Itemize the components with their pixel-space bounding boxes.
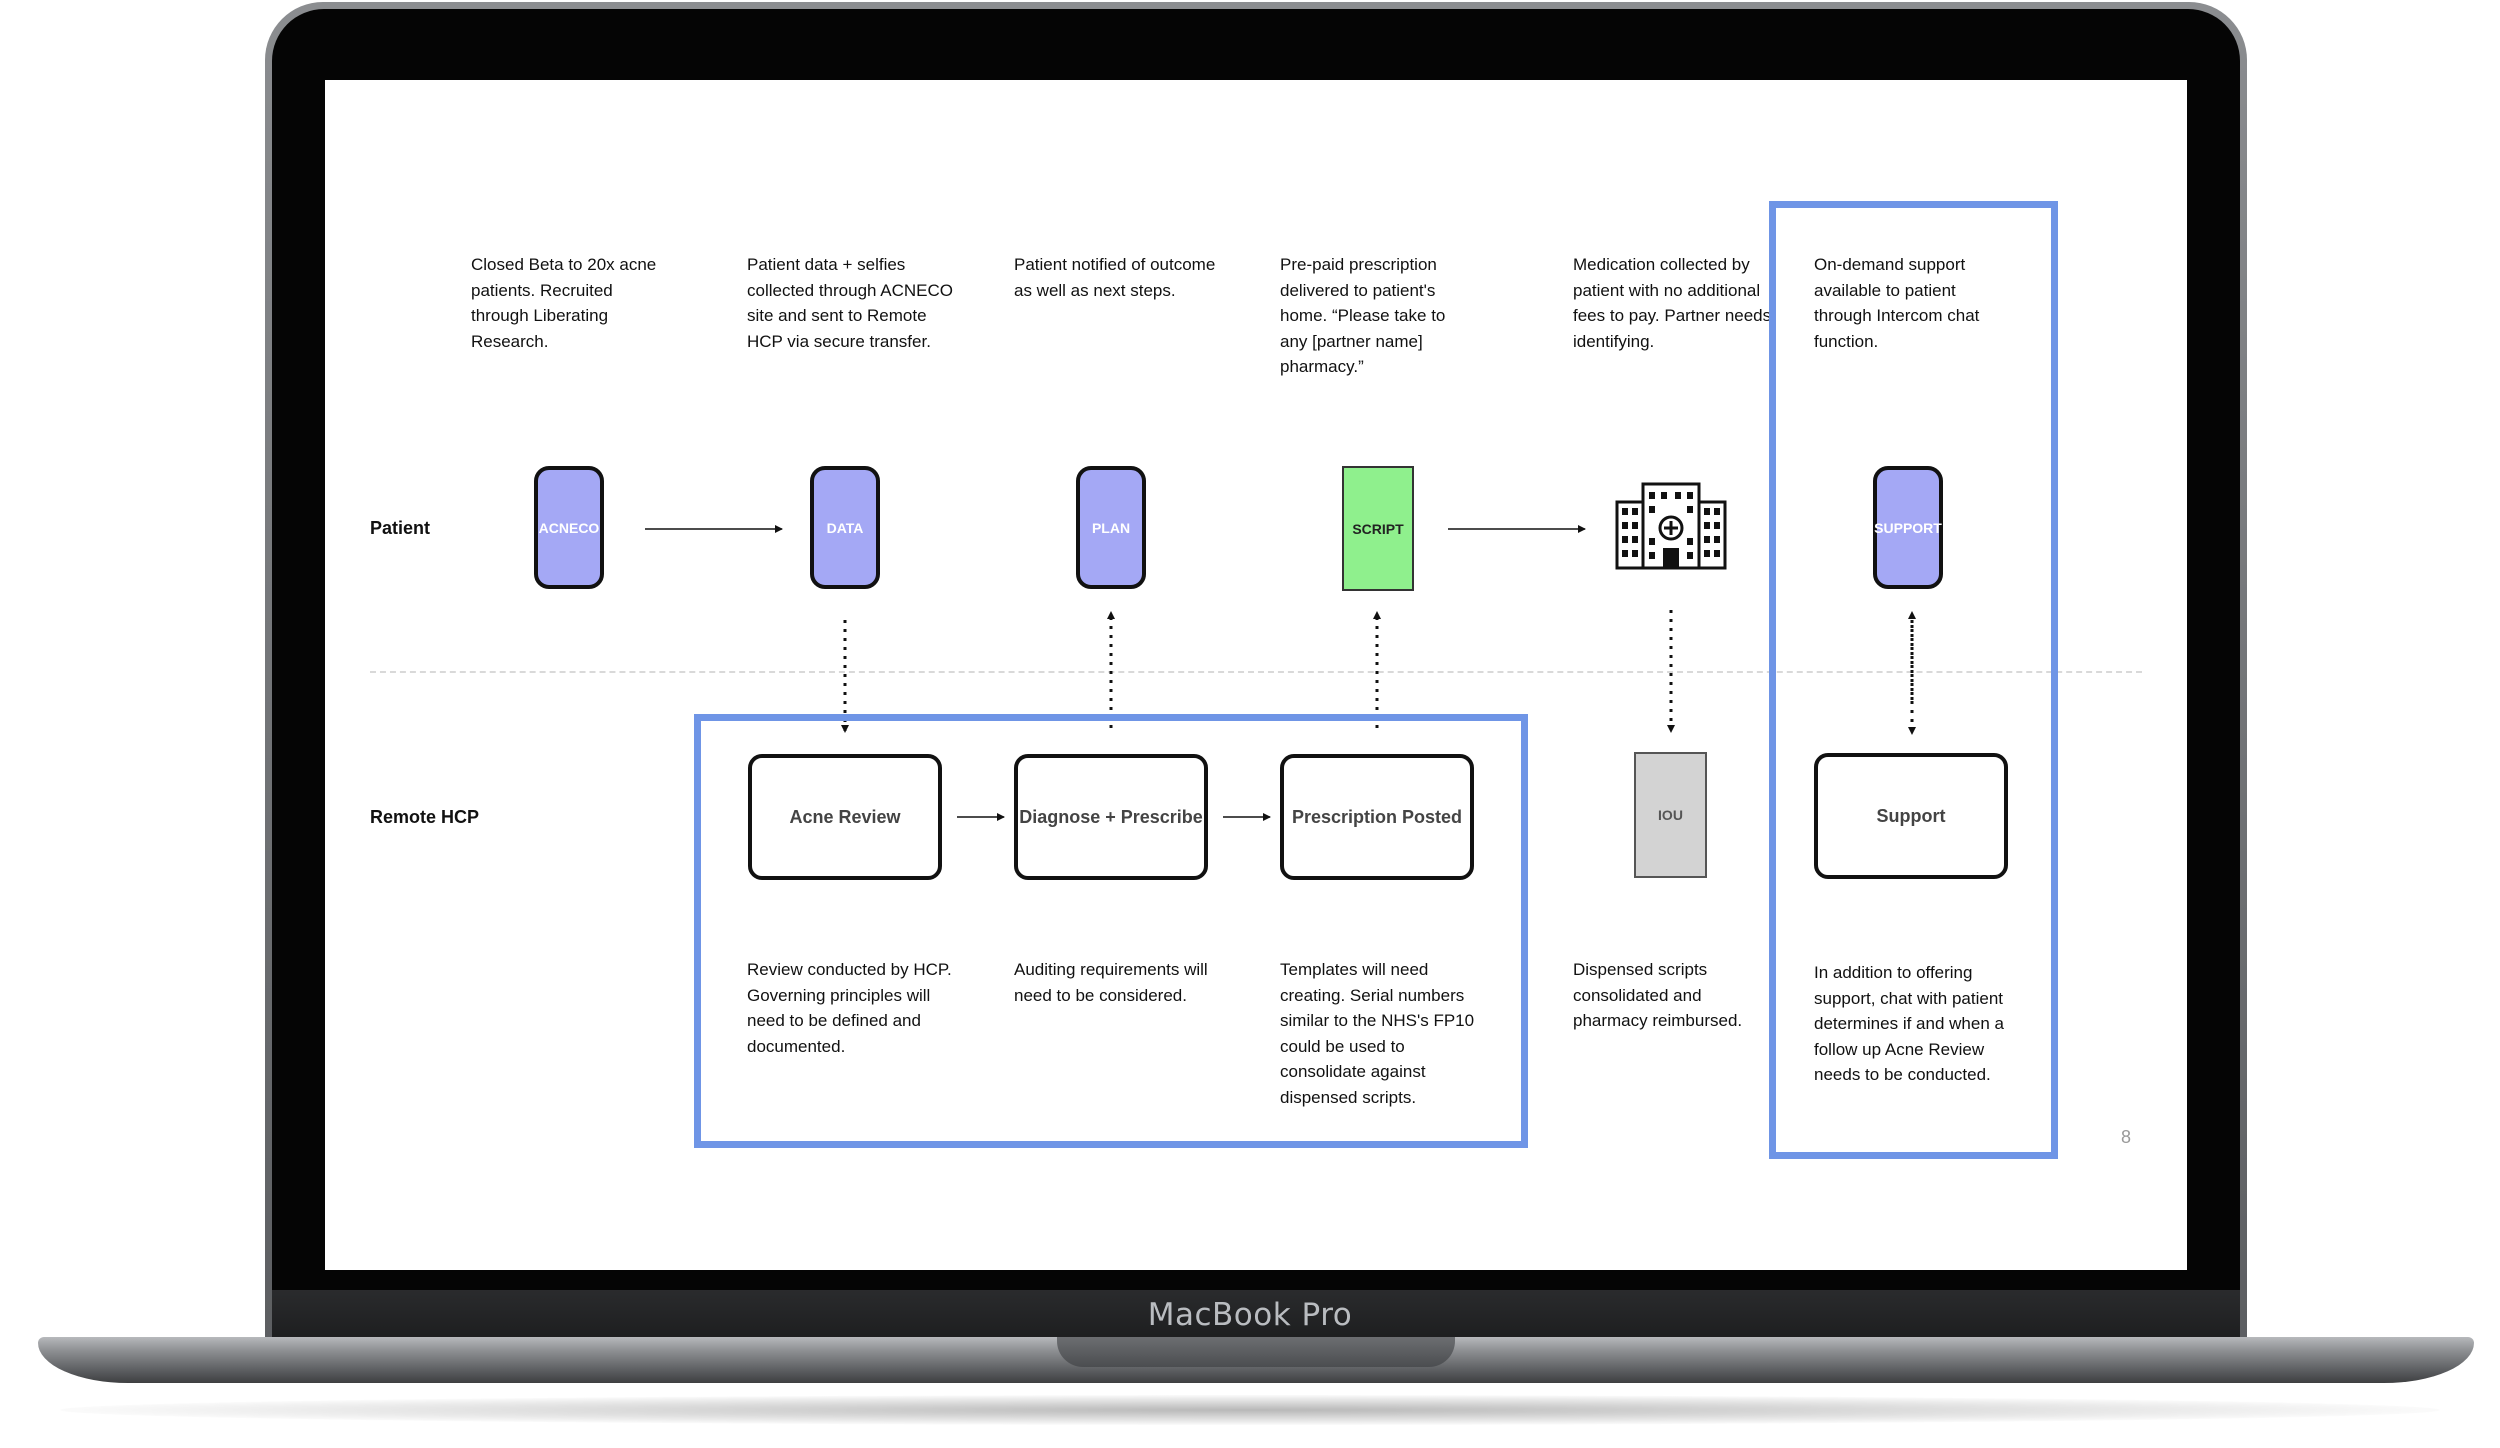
row-label-remote-hcp: Remote HCP [370, 807, 480, 827]
pharmacy-description: Medication collected by patient with no … [1573, 255, 1772, 351]
presentation-slide: Closed Beta to 20x acne patients. Recrui… [325, 80, 2187, 1270]
diagnose-prescribe-label: Diagnose + Prescribe [1019, 806, 1203, 827]
support-label: SUPPORT [1874, 519, 1942, 536]
support-highlight [1769, 201, 2058, 1159]
plan-description: Patient notified of outcome as well as n… [1014, 255, 1216, 300]
data-label: DATA [826, 519, 864, 536]
row-label-patient: Patient [370, 518, 431, 538]
data-phone-icon: DATA [810, 466, 880, 589]
data-description: Patient data + selfies collected through… [747, 255, 953, 351]
laptop-notch [1057, 1337, 1455, 1367]
iou-description: Dispensed scripts consolidated and pharm… [1573, 960, 1743, 1030]
support-box-label: Support [1876, 805, 1946, 826]
script-label: SCRIPT [1352, 520, 1404, 537]
support-phone-icon: SUPPORT [1873, 466, 1943, 589]
script-description: Pre-paid prescription delivered to patie… [1280, 255, 1446, 376]
flow-arrows [645, 525, 1916, 821]
prescription-posted-description: Templates will need creating. Serial num… [1280, 960, 1475, 1107]
acneco-label: ACNECO [538, 519, 600, 536]
support-description: On-demand support available to patient t… [1814, 255, 1980, 351]
acne-review-label: Acne Review [789, 806, 901, 827]
laptop-brand-label: MacBook Pro [1147, 1297, 1353, 1333]
lane-divider [370, 671, 2142, 673]
iou-label: IOU [1658, 807, 1683, 823]
script-document-icon: SCRIPT [1342, 466, 1414, 591]
diagnose-prescribe-description: Auditing requirements will need to be co… [1014, 960, 1208, 1005]
plan-phone-icon: PLAN [1076, 466, 1146, 589]
laptop-shadow [60, 1395, 2440, 1425]
hcp-process-highlight [694, 714, 1528, 1148]
acne-review-description: Review conducted by HCP. Governing princ… [747, 960, 952, 1056]
acneco-description: Closed Beta to 20x acne patients. Recrui… [471, 255, 657, 351]
diagnose-prescribe-box: Diagnose + Prescribe [1014, 754, 1208, 880]
hospital-building-icon [1615, 482, 1727, 570]
page-number: 8 [2121, 1127, 2132, 1147]
support-box: Support [1814, 753, 2008, 879]
acne-review-box: Acne Review [748, 754, 942, 880]
prescription-posted-box: Prescription Posted [1280, 754, 1474, 880]
prescription-posted-label: Prescription Posted [1291, 806, 1463, 827]
acneco-phone-icon: ACNECO [534, 466, 604, 589]
plan-label: PLAN [1091, 519, 1131, 536]
iou-document-icon: IOU [1634, 752, 1707, 878]
support-box-description: In addition to offering support, chat wi… [1814, 963, 2004, 1084]
